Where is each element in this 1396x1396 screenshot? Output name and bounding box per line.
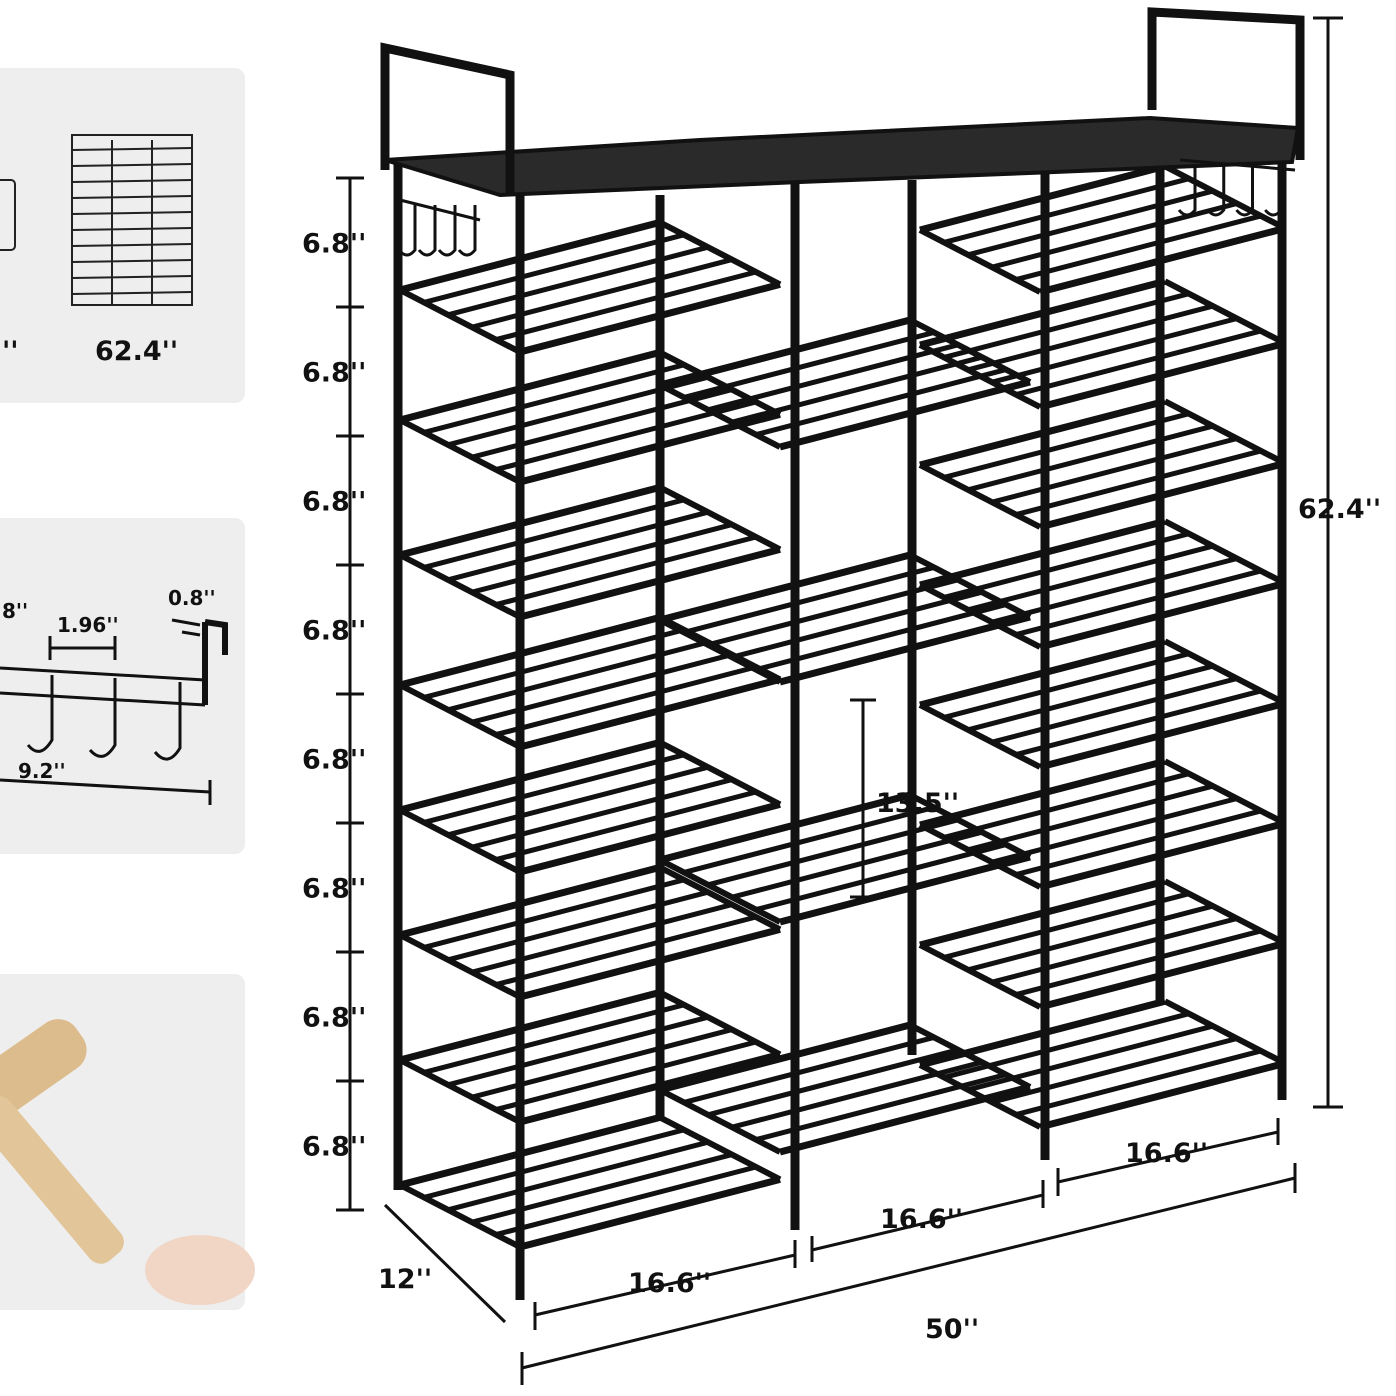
shelf-spacing-label: 6.8'' xyxy=(302,616,366,647)
size-label-62-4: 62.4'' xyxy=(95,336,178,367)
width-right-label: 16.6'' xyxy=(1125,1138,1208,1169)
shelf-left xyxy=(398,739,782,876)
shelf-spacing-label: 6.8'' xyxy=(302,1003,366,1034)
small-rack-thumbnail xyxy=(0,134,193,306)
width-left-label: 16.6'' xyxy=(628,1268,711,1299)
size-label-partial: '' xyxy=(2,336,19,367)
total-width-label: 50'' xyxy=(925,1314,979,1345)
shelf-right xyxy=(918,397,1287,531)
shelf-left xyxy=(398,349,782,486)
total-height-label: 62.4'' xyxy=(1298,494,1381,525)
shelf-spacing-label: 6.8'' xyxy=(302,874,366,905)
dimension-lines xyxy=(336,16,1343,1385)
hook-bar xyxy=(0,618,228,805)
shelf-spacing-label: 6.8'' xyxy=(302,358,366,389)
hook-spacing-label: 1.96'' xyxy=(57,613,119,637)
hook-length-label: 9.2'' xyxy=(18,759,66,783)
middle-gap-label: 13.5'' xyxy=(876,788,959,819)
shelf-spacing-label: 6.8'' xyxy=(302,745,366,776)
hook-thickness-label: 0.8'' xyxy=(168,586,216,610)
shelf-left xyxy=(398,219,782,356)
hook-label-partial: 8'' xyxy=(2,599,28,623)
shelf-spacing-label: 6.8'' xyxy=(302,1132,366,1163)
top-shelf xyxy=(384,115,1301,198)
shelf-right xyxy=(918,162,1287,296)
shelf-right xyxy=(918,637,1287,771)
shelf-left xyxy=(398,614,782,751)
hook-rack xyxy=(397,198,481,257)
shelf-right xyxy=(918,277,1287,411)
shelf-right xyxy=(918,877,1287,1011)
handle-right xyxy=(1147,7,1305,160)
shelf-left xyxy=(398,864,782,1001)
size-compare-panel xyxy=(0,68,245,403)
shelf-left xyxy=(398,989,782,1126)
mallet-icon xyxy=(0,1019,255,1305)
handle-left xyxy=(380,42,515,195)
shoe-rack xyxy=(380,7,1305,1300)
hook-rack xyxy=(1177,158,1296,217)
depth-label: 12'' xyxy=(378,1264,432,1295)
width-middle-label: 16.6'' xyxy=(880,1204,963,1235)
shelf-spacing-label: 6.8'' xyxy=(302,487,366,518)
shelf-left xyxy=(398,484,782,621)
shelf-spacing-label: 6.8'' xyxy=(302,229,366,260)
shelf-left xyxy=(398,1114,782,1251)
